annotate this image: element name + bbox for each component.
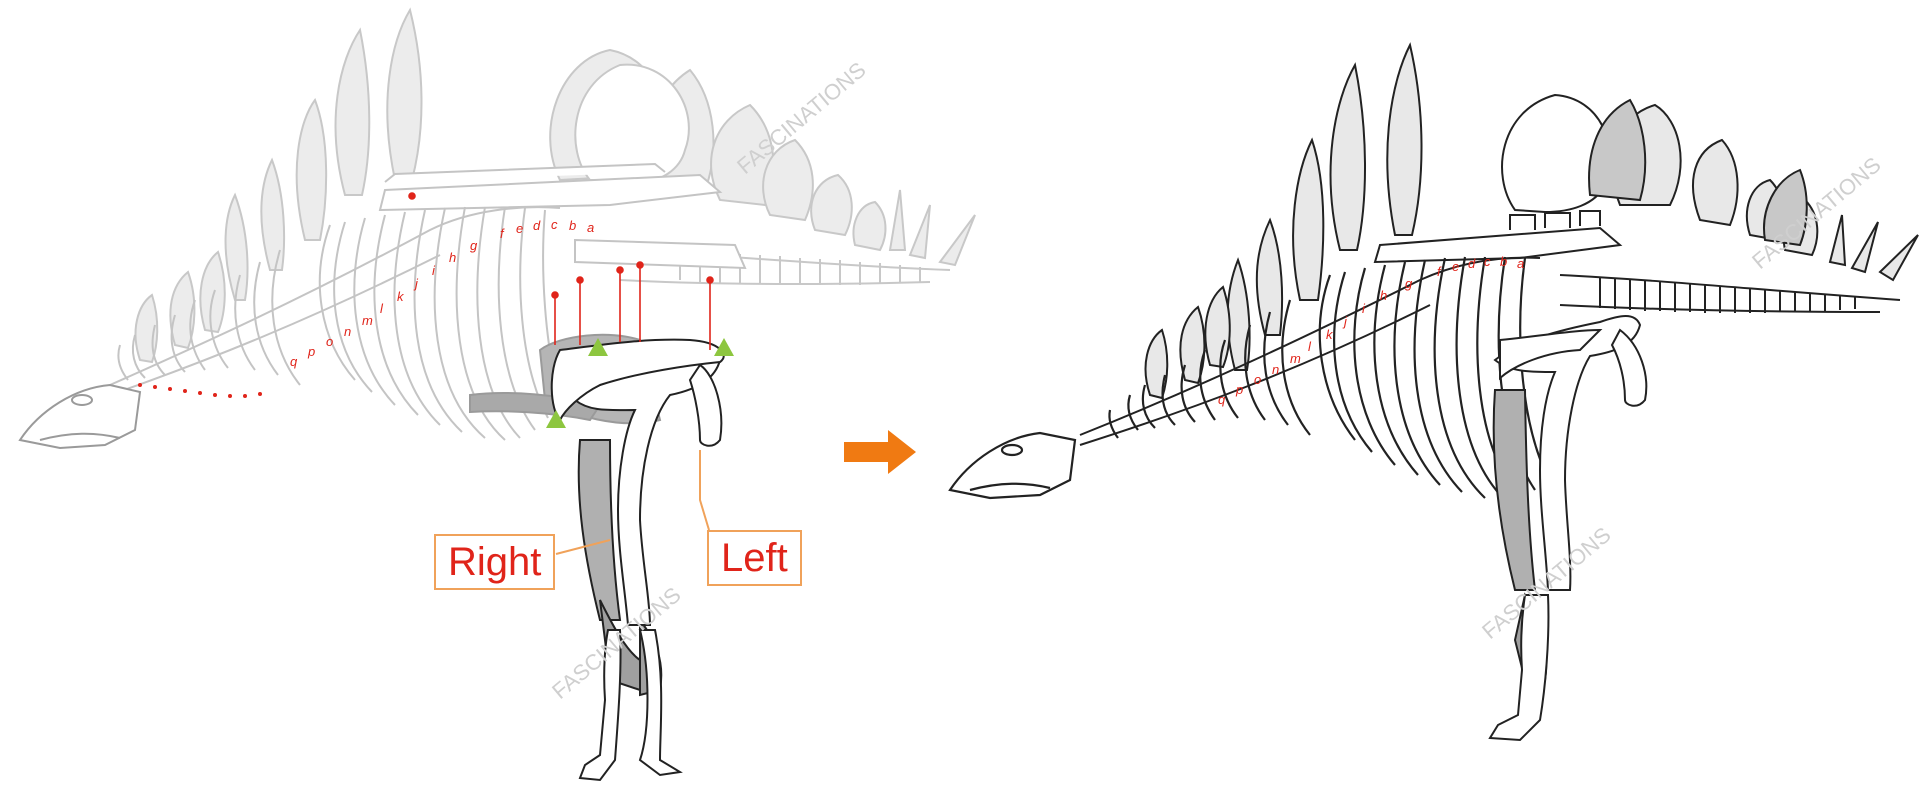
- tail: [1560, 275, 1900, 313]
- rib-letter: o: [1254, 372, 1261, 387]
- rib-letter: a: [1517, 256, 1524, 271]
- rib-letter: i: [1362, 301, 1366, 316]
- ribs: [1109, 257, 1548, 500]
- rib-letter: c: [1484, 254, 1491, 269]
- rib-letter: k: [1326, 327, 1334, 342]
- rib-letter: d: [1468, 256, 1476, 271]
- rib-letter: g: [1405, 276, 1413, 291]
- rib-letter: b: [1500, 254, 1507, 269]
- rib-letter: m: [1290, 351, 1301, 366]
- rib-letter: h: [1380, 288, 1387, 303]
- rib-letter: n: [1272, 362, 1279, 377]
- rib-letter: l: [1308, 339, 1312, 354]
- skull: [950, 433, 1075, 498]
- rib-letter: e: [1452, 259, 1459, 274]
- rib-letter: q: [1218, 392, 1226, 407]
- plate-shaded: [1589, 100, 1645, 200]
- rib-letter: p: [1235, 382, 1243, 397]
